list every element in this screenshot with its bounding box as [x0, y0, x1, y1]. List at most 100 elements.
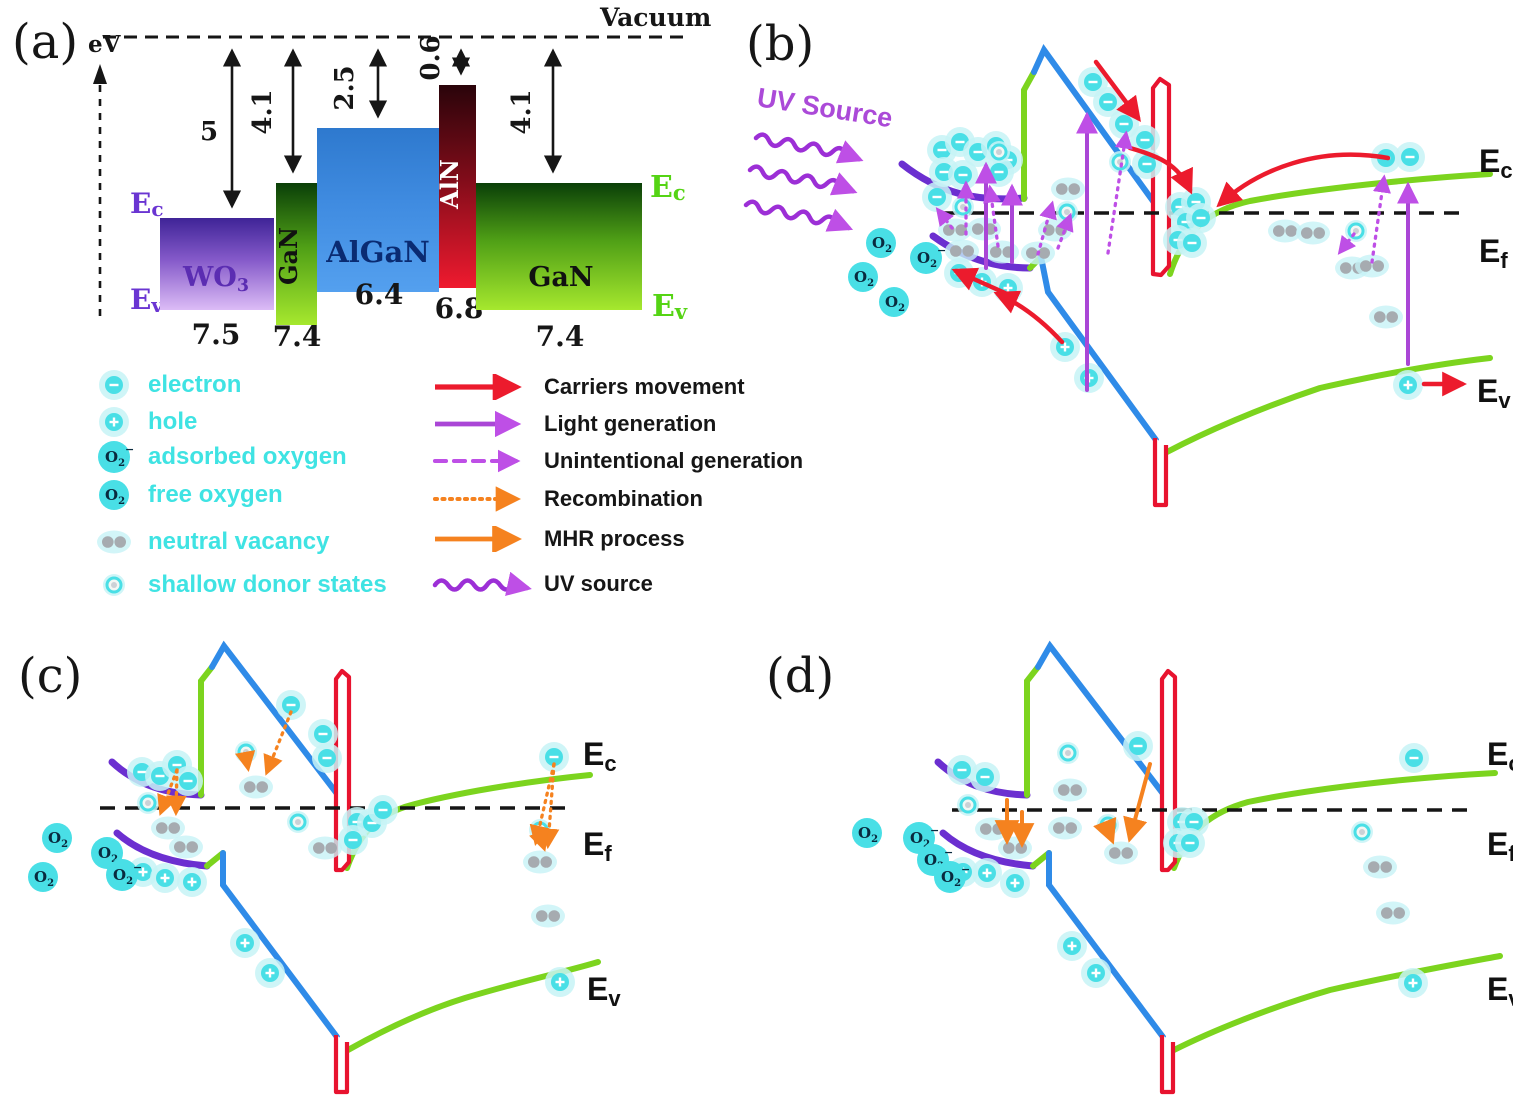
electron [1093, 87, 1123, 117]
hole [972, 858, 1002, 888]
hole [230, 928, 260, 958]
material-name: AlN [435, 159, 464, 210]
neutral-vacancy [1053, 778, 1087, 802]
electron [312, 743, 342, 773]
neutral-vacancy [531, 904, 565, 928]
shallow-donor [1351, 821, 1373, 843]
band-label-v: Ev [587, 971, 621, 1011]
material-name: GaN [274, 227, 303, 285]
electron [1130, 125, 1160, 155]
legend-label: Recombination [544, 486, 703, 511]
material-box [476, 183, 642, 310]
carrier-arrow [951, 267, 1008, 296]
mhr-arrow-icon [435, 526, 522, 552]
electron [1395, 142, 1425, 172]
legend-label: Carriers movement [544, 374, 745, 399]
legend-item-recomb: Recombination [432, 486, 703, 512]
free-oxygen: O2 [848, 262, 878, 292]
o2-icon: O2 [99, 480, 129, 510]
band-label-v: Ev [130, 283, 164, 317]
green-band-line [1021, 69, 1037, 202]
unint-arrow [1370, 174, 1391, 264]
legend-label: adsorbed oxygen [148, 443, 347, 470]
shallow-donor [952, 196, 974, 218]
affinity-value: 5 [200, 117, 218, 147]
oxygen-label: O2 [34, 868, 54, 889]
oxygen-label: O2− [917, 244, 946, 270]
unint-arrow-icon [432, 449, 521, 473]
neutral-vacancy [938, 218, 972, 242]
band-label-v: Ev [652, 289, 688, 324]
oxygen-label: O2− [113, 861, 142, 887]
aln-barrier [1152, 438, 1169, 508]
blue-band-line [1035, 640, 1167, 798]
carrier-arrow [1093, 59, 1141, 122]
carrier-arrow [993, 290, 1065, 345]
light-arrow-icon [435, 411, 522, 437]
recomb-arrow [235, 750, 256, 773]
shallow-donor [1057, 742, 1079, 764]
recomb-arrow-icon [432, 486, 522, 512]
recomb-arrow [263, 710, 293, 776]
panel-letter: (a) [12, 14, 78, 70]
blue-band-line [220, 850, 340, 1040]
shallow-donor [957, 794, 979, 816]
hole [177, 867, 207, 897]
electron [1177, 228, 1207, 258]
electron [368, 795, 398, 825]
legend-label: shallow donor states [148, 571, 387, 598]
hole-icon [99, 407, 129, 437]
oxygen-label: O2− [910, 824, 939, 850]
neutral-vacancy [975, 817, 1009, 841]
band-label-v: Ev [1477, 373, 1511, 413]
legend-label: UV source [544, 571, 653, 596]
hole [545, 967, 575, 997]
green-band-line [1171, 770, 1498, 871]
uv-wave-arrow [753, 132, 864, 164]
legend-item-mhr: MHR process [432, 526, 685, 552]
aln-barrier [1150, 76, 1172, 278]
legend-item-carrier: Carriers movement [432, 374, 745, 400]
band-label-f: Ef [583, 826, 612, 866]
free-oxygen: O2 [99, 480, 129, 510]
material-box [317, 128, 439, 292]
neutral-vacancy [998, 836, 1032, 860]
affinity-value: 4.1 [507, 89, 537, 134]
legend-label: neutral vacancy [148, 528, 330, 555]
bandgap-value: 7.4 [273, 320, 322, 353]
neutral-vacancy [1104, 841, 1138, 865]
electron [1186, 203, 1216, 233]
free-oxygen: O2 [42, 823, 72, 853]
legend-label: MHR process [544, 526, 685, 551]
panel-letter: (b) [746, 16, 814, 72]
legend-item-electron: electron [92, 365, 241, 405]
electron [948, 160, 978, 190]
legend-label: hole [148, 408, 198, 435]
shallow-donor [988, 141, 1010, 163]
hole [1081, 958, 1111, 988]
hole [1057, 931, 1087, 961]
purple-band-line [929, 232, 1034, 272]
free-oxygen: O2 [852, 818, 882, 848]
free-oxygen: O2 [866, 228, 896, 258]
panel-letter: (b) [746, 16, 814, 72]
affinity-value: 0.6 [416, 35, 446, 80]
electron [922, 182, 952, 212]
shallow-donor [103, 574, 125, 596]
band-label-v: Ev [1487, 971, 1513, 1011]
unint-arrow [1036, 200, 1057, 256]
shallow-donor [137, 792, 159, 814]
electron [1123, 731, 1153, 761]
bandgap-value: 6.4 [355, 278, 404, 311]
neutral-vacancy [1048, 816, 1082, 840]
oxygen-label: O2 [98, 844, 118, 865]
neutral-vacancy [1369, 305, 1403, 329]
electron [308, 719, 338, 749]
aln-barrier [1159, 1035, 1176, 1095]
carrier-arrow-icon [435, 374, 522, 400]
carrier-arrow [1216, 152, 1391, 208]
unint-arrow [935, 207, 955, 230]
